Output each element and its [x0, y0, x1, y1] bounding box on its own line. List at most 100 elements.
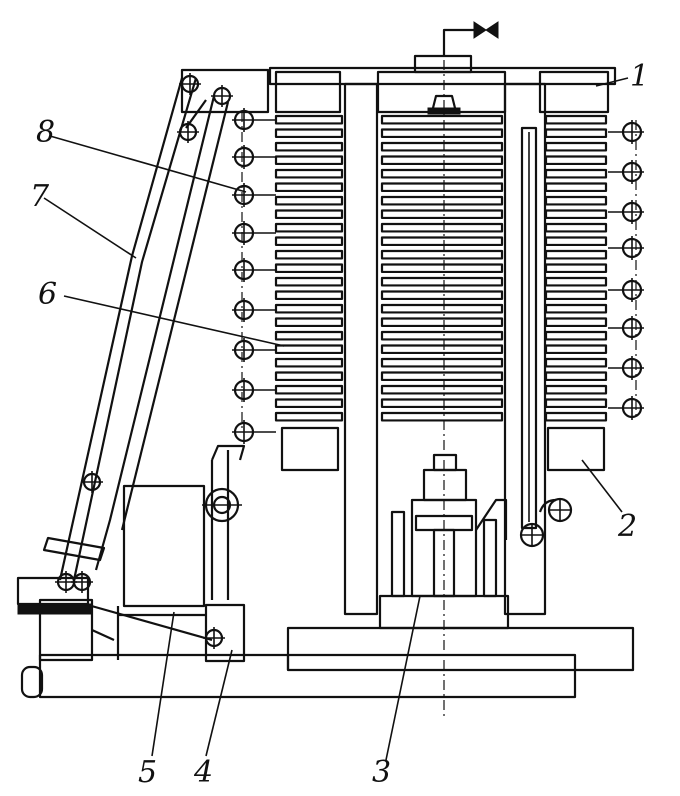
filter-plate [380, 222, 504, 233]
pin-crosshair [179, 73, 201, 95]
leader-lines [43, 77, 629, 761]
filter-plate [274, 330, 344, 341]
filter-plate [274, 411, 344, 422]
filter-plate [380, 128, 504, 139]
handle-arm [232, 338, 276, 362]
handle-arm [232, 221, 276, 245]
filter-plate [274, 141, 344, 152]
pin-crosshair [81, 471, 103, 493]
filter-plate [544, 411, 608, 422]
handle-arm [232, 378, 276, 402]
filter-plate [380, 384, 504, 395]
handle-arm [232, 420, 276, 444]
pin-crosshair [177, 121, 199, 143]
filter-plate [380, 155, 504, 166]
handle-arm [232, 298, 276, 322]
filter-plate [544, 303, 608, 314]
callout-5: 5 [138, 755, 157, 790]
top-beam [180, 66, 617, 114]
filter-plate [544, 344, 608, 355]
filter-plate [544, 371, 608, 382]
filter-plate [274, 114, 344, 125]
callout-2: 2 [617, 509, 637, 544]
handle-arm [608, 200, 644, 224]
filter-plate [544, 128, 608, 139]
pin-crosshair [71, 571, 93, 593]
filter-plate [380, 195, 504, 206]
filter-plate [544, 155, 608, 166]
callout-7: 7 [30, 179, 50, 214]
filter-plate [544, 182, 608, 193]
handle-arm [608, 278, 644, 302]
callout-labels: 1 2 3 4 5 6 7 8 [30, 59, 649, 790]
left-plate-handles [232, 108, 276, 444]
hinge-pins [55, 73, 233, 649]
fixed-head-plate [538, 70, 610, 472]
filter-plate [380, 411, 504, 422]
roller-wheel [202, 487, 242, 523]
filter-plate [274, 290, 344, 301]
filter-plate [544, 222, 608, 233]
filter-plate [274, 155, 344, 166]
filter-plate [274, 276, 344, 287]
filter-plate [380, 290, 504, 301]
pin-crosshair [211, 85, 233, 107]
valve-icon [473, 21, 499, 39]
filter-plate [380, 114, 504, 125]
callout-3: 3 [372, 755, 391, 790]
filter-plate [380, 357, 504, 368]
filter-plate [380, 371, 504, 382]
center-plate-stack [380, 114, 504, 422]
filter-plate [380, 276, 504, 287]
handle-arm [232, 108, 276, 132]
filter-plate [380, 249, 504, 260]
filter-plate [380, 330, 504, 341]
filter-plate [380, 398, 504, 409]
filter-plate [544, 357, 608, 368]
filter-plate [544, 263, 608, 274]
handle-arm [232, 145, 276, 169]
filter-plate [274, 398, 344, 409]
filter-plate [380, 182, 504, 193]
callout-4: 4 [193, 755, 213, 790]
filter-plate [274, 317, 344, 328]
filter-plate [544, 195, 608, 206]
handle-arm [232, 183, 276, 207]
right-plate-handles [608, 120, 644, 420]
filter-plate [544, 317, 608, 328]
filter-plate [274, 344, 344, 355]
callout-8: 8 [36, 115, 55, 150]
lift-arm [42, 77, 246, 663]
filter-plate [274, 384, 344, 395]
filter-plate [544, 236, 608, 247]
filter-plate [274, 195, 344, 206]
filter-plate [380, 303, 504, 314]
hydraulic-cylinder [378, 453, 510, 630]
filter-plate [274, 222, 344, 233]
filter-plate [544, 398, 608, 409]
handle-arm [608, 316, 644, 340]
left-column [343, 82, 379, 616]
filter-plate [380, 344, 504, 355]
filter-plate [380, 236, 504, 247]
filter-plate [544, 249, 608, 260]
pin-crosshair [203, 627, 225, 649]
left-plate-stack [274, 114, 344, 422]
callout-6: 6 [38, 277, 57, 312]
filter-plate [544, 384, 608, 395]
handle-arm [608, 396, 644, 420]
handle-arm [608, 356, 644, 380]
callout-1: 1 [630, 59, 649, 94]
right-plate-stack [544, 114, 608, 422]
filter-plate [274, 128, 344, 139]
filter-plate [274, 182, 344, 193]
filter-plate [274, 371, 344, 382]
filter-plate [544, 290, 608, 301]
filter-plate [274, 357, 344, 368]
filter-plate [274, 236, 344, 247]
filter-plate [380, 168, 504, 179]
filter-plate [380, 209, 504, 220]
filter-plate [274, 263, 344, 274]
handle-arm [608, 120, 644, 144]
